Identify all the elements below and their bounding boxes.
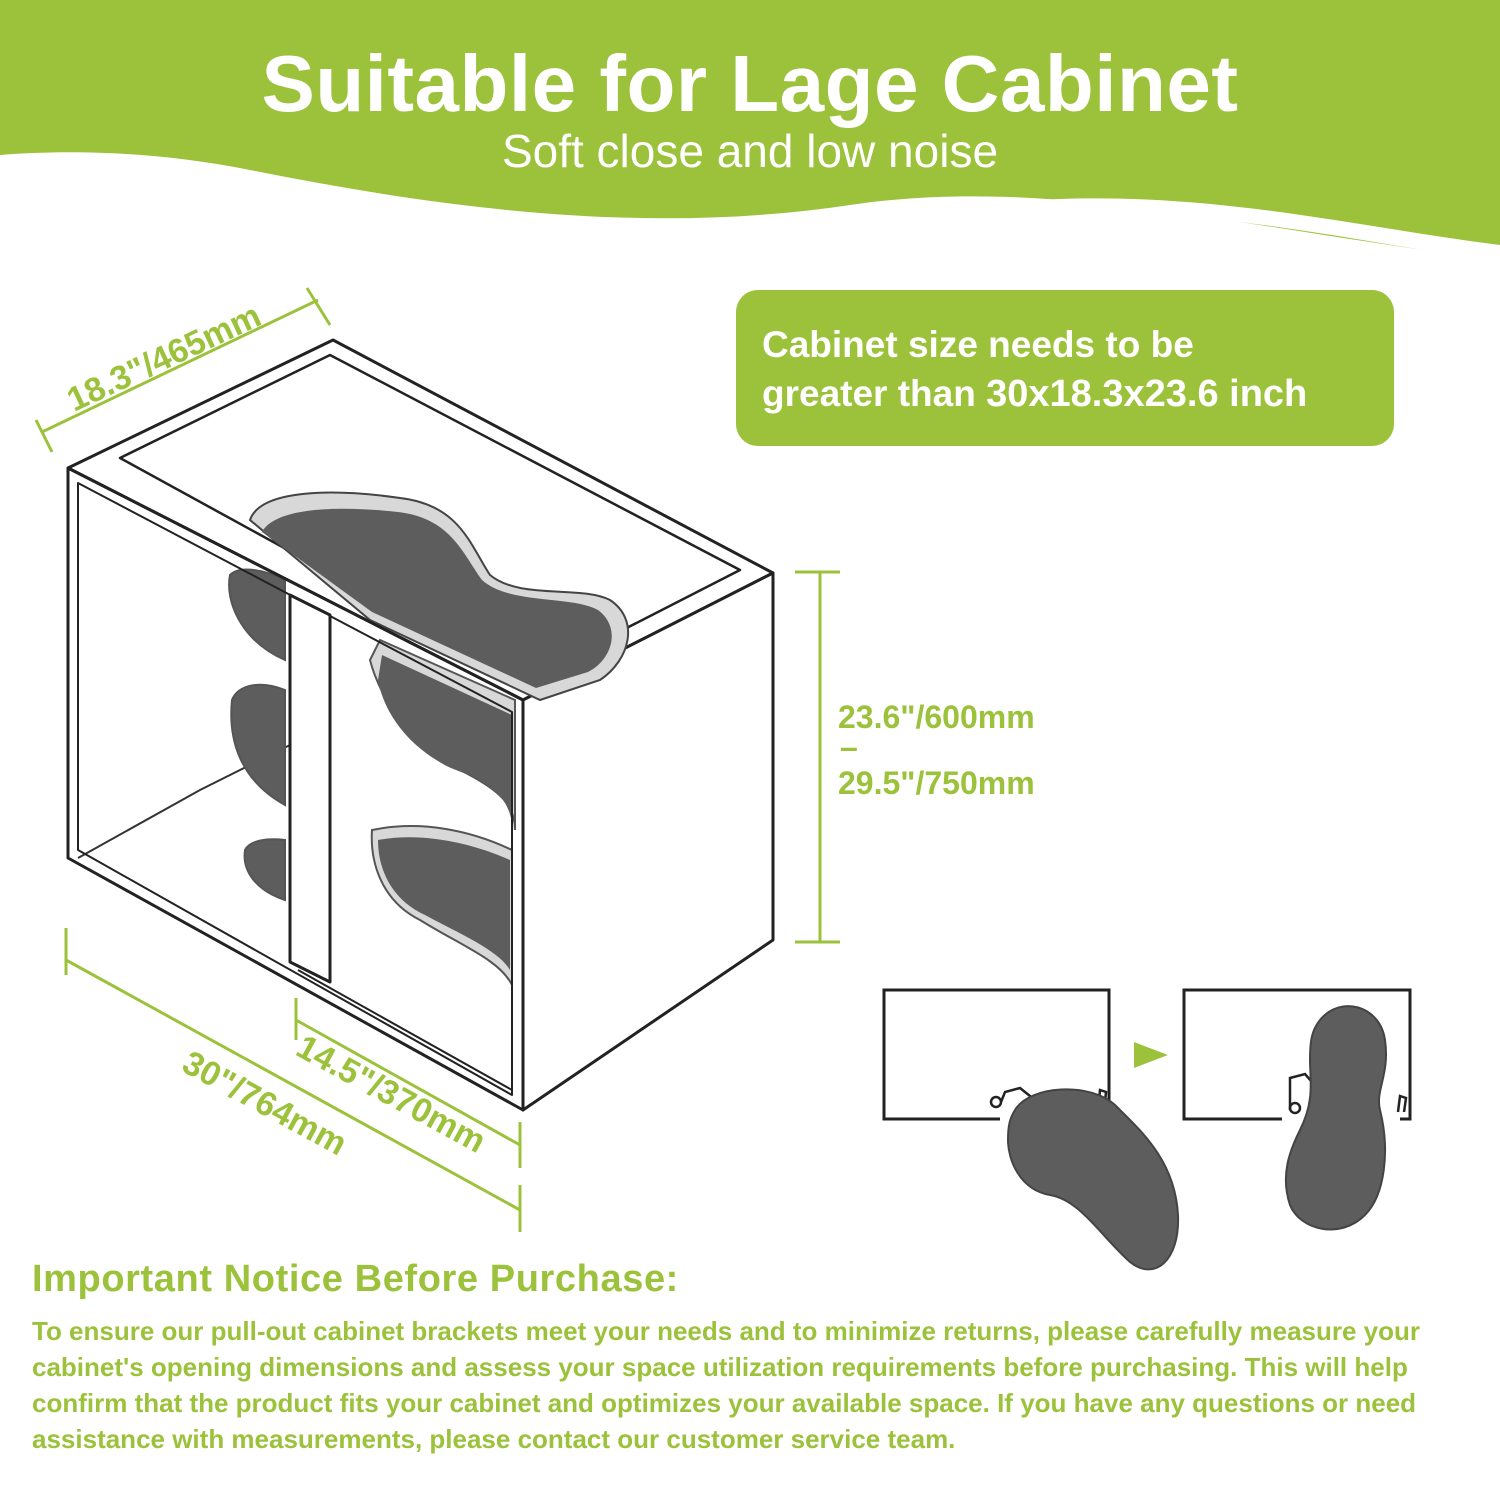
width-opening-dimension [294,998,522,1168]
shelf-group [228,491,629,986]
page-subtitle: Soft close and low noise [501,125,999,177]
diagram-shelf-closed [1006,1088,1180,1271]
divider-post [288,593,332,984]
height-max-label: 29.5"/750mm [838,765,1035,801]
banner-white-wave [0,176,1500,262]
width-total-dimension [64,928,522,1232]
left-shelf-middle [230,683,286,807]
diagram-shelf-open [1284,1005,1387,1231]
height-dimension [795,570,840,944]
left-shelf-upper [228,568,286,662]
cabinet-front-outer [66,466,525,1112]
lower-shelf [378,837,510,970]
left-shelf-lower [243,838,286,902]
size-note-line2: greater than 30x18.3x23.6 inch [762,369,1370,419]
notice-body: To ensure our pull-out cabinet brackets … [32,1316,1421,1454]
banner-shape [0,0,1500,260]
depth-dimension [34,287,332,453]
diagram-cabinet-open [1182,988,1412,1121]
size-note-line1: Cabinet size needs to be [762,324,1194,365]
page-title: Suitable for Lage Cabinet [261,39,1239,128]
size-note-dimensions: 30x18.3x23.6 inch [986,373,1308,415]
height-min-label: 23.6"/600mm [838,699,1035,735]
cabinet-front-inner [77,482,513,1096]
top-shelf [262,508,612,688]
cabinet-size-note: Cabinet size needs to be greater than 30… [736,290,1394,446]
notice-title: Important Notice Before Purchase: [32,1258,679,1300]
cabinet-front [66,466,525,1112]
header-banner [0,0,1500,262]
arrow-right-icon [1134,1042,1168,1068]
middle-shelf [378,655,512,825]
height-separator: – [840,729,858,765]
size-note-prefix: greater than [762,373,976,414]
